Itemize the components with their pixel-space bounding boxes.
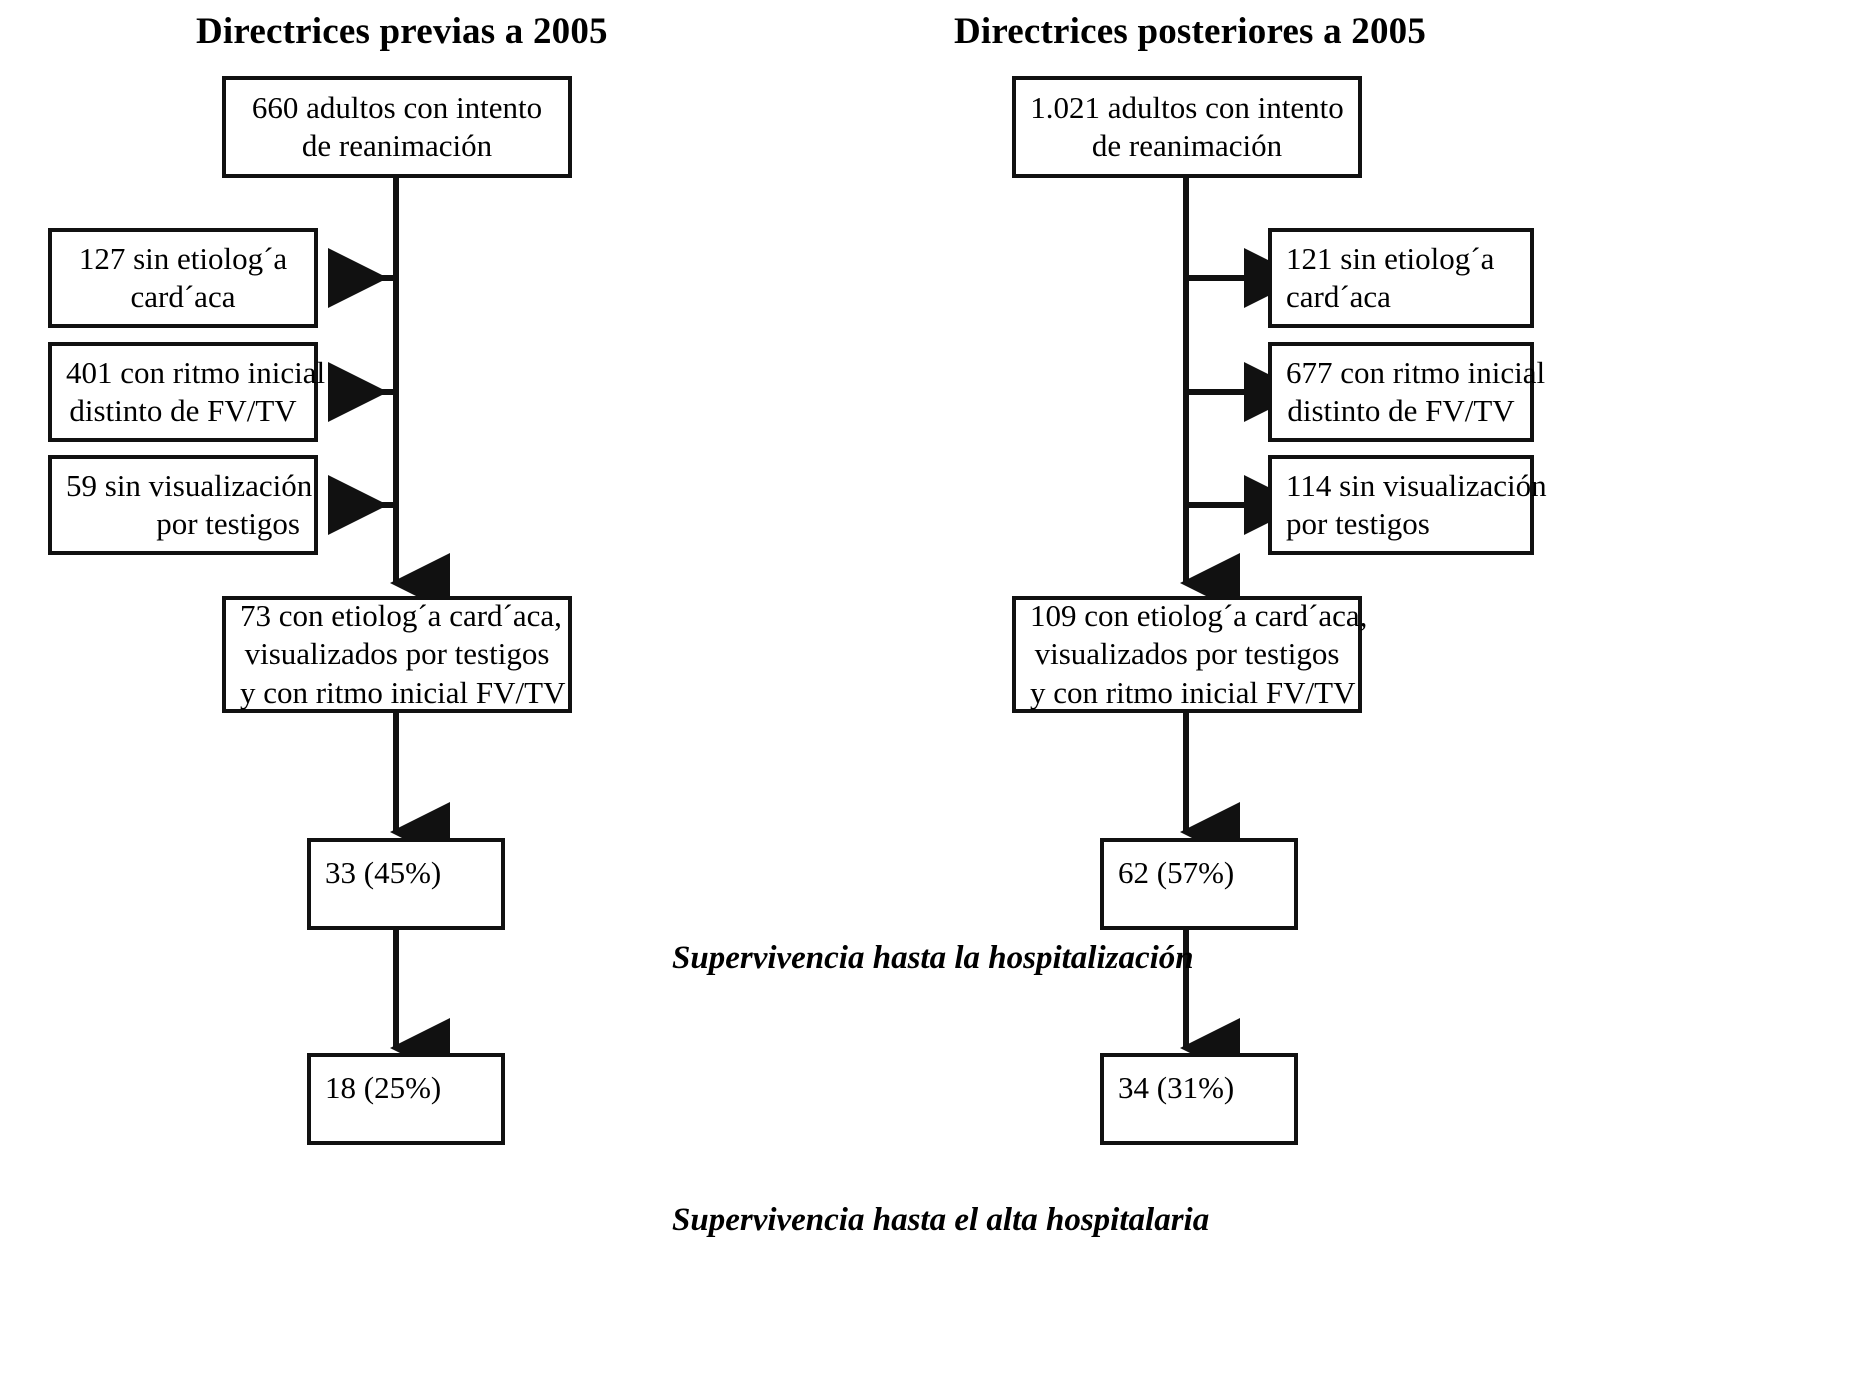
phase-label-discharge: Supervivencia hasta el alta hospitalaria: [672, 1202, 1210, 1238]
box-right-outcome-1: 62 (57%): [1100, 838, 1298, 930]
box-right-exclusion-3-line-1: 114 sin visualización: [1286, 467, 1547, 503]
box-right-included: 109 con etiolog´a card´aca, visualizados…: [1012, 596, 1368, 713]
box-left-exclusion-1-line-2: card´aca: [130, 279, 236, 314]
box-left-outcome-1-label: 33 (45%): [325, 855, 442, 890]
box-right-exclusion-2-line-2: distinto de FV/TV: [1287, 393, 1515, 428]
box-right-exclusion-1: 121 sin etiolog´a card´aca: [1268, 228, 1534, 328]
box-right-outcome-1-label: 62 (57%): [1118, 855, 1235, 890]
box-right-root-line-1: 1.021 adultos con intento: [1030, 89, 1344, 125]
box-left-outcome-2-label: 18 (25%): [325, 1070, 442, 1105]
box-right-exclusion-1-line-2: card´aca: [1286, 279, 1391, 314]
box-right-exclusion-2-line-1: 677 con ritmo inicial: [1286, 354, 1546, 390]
box-left-included-line-2: visualizados por testigos: [244, 636, 550, 672]
box-left-exclusion-3-line-1: 59 sin visualización: [66, 467, 313, 503]
box-left-exclusion-3: 59 sin visualización por testigos: [48, 455, 318, 555]
box-left-root-line-1: 660 adultos con intento: [251, 89, 543, 125]
box-left-included-line-1: 73 con etiolog´a card´aca,: [240, 597, 562, 633]
box-left-outcome-2: 18 (25%): [307, 1053, 505, 1145]
box-right-exclusion-2: 677 con ritmo inicial distinto de FV/TV: [1268, 342, 1546, 442]
box-right-included-line-1: 109 con etiolog´a card´aca,: [1030, 597, 1368, 633]
box-left-exclusion-3-line-2: por testigos: [156, 506, 300, 541]
box-left-included: 73 con etiolog´a card´aca, visualizados …: [222, 596, 572, 713]
column-title-post2005: Directrices posteriores a 2005: [953, 11, 1427, 52]
box-right-included-line-3: y con ritmo inicial FV/TV: [1030, 674, 1356, 710]
box-left-exclusion-2: 401 con ritmo inicial distinto de FV/TV: [48, 342, 326, 442]
box-right-included-line-2: visualizados por testigos: [1034, 636, 1340, 672]
box-right-root: 1.021 adultos con intento de reanimación: [1012, 76, 1362, 178]
phase-label-hospitalization: Supervivencia hasta la hospitalización: [672, 940, 1194, 976]
column-title-pre2005: Directrices previas a 2005: [196, 11, 608, 52]
box-left-exclusion-2-line-1: 401 con ritmo inicial: [66, 354, 326, 390]
box-left-exclusion-1: 127 sin etiolog´a card´aca: [48, 228, 318, 328]
box-right-exclusion-3-line-2: por testigos: [1286, 506, 1430, 541]
box-left-included-line-3: y con ritmo inicial FV/TV: [240, 674, 566, 710]
box-left-exclusion-1-line-1: 127 sin etiolog´a: [78, 240, 288, 276]
box-right-exclusion-3: 114 sin visualización por testigos: [1268, 455, 1547, 555]
box-left-root: 660 adultos con intento de reanimación: [222, 76, 572, 178]
box-right-root-line-2: de reanimación: [1091, 128, 1283, 163]
box-left-exclusion-2-line-2: distinto de FV/TV: [69, 393, 297, 428]
box-right-outcome-2: 34 (31%): [1100, 1053, 1298, 1145]
box-left-outcome-1: 33 (45%): [307, 838, 505, 930]
box-left-root-line-2: de reanimación: [301, 128, 493, 163]
box-right-exclusion-1-line-1: 121 sin etiolog´a: [1286, 240, 1495, 276]
box-right-outcome-2-label: 34 (31%): [1118, 1070, 1235, 1105]
